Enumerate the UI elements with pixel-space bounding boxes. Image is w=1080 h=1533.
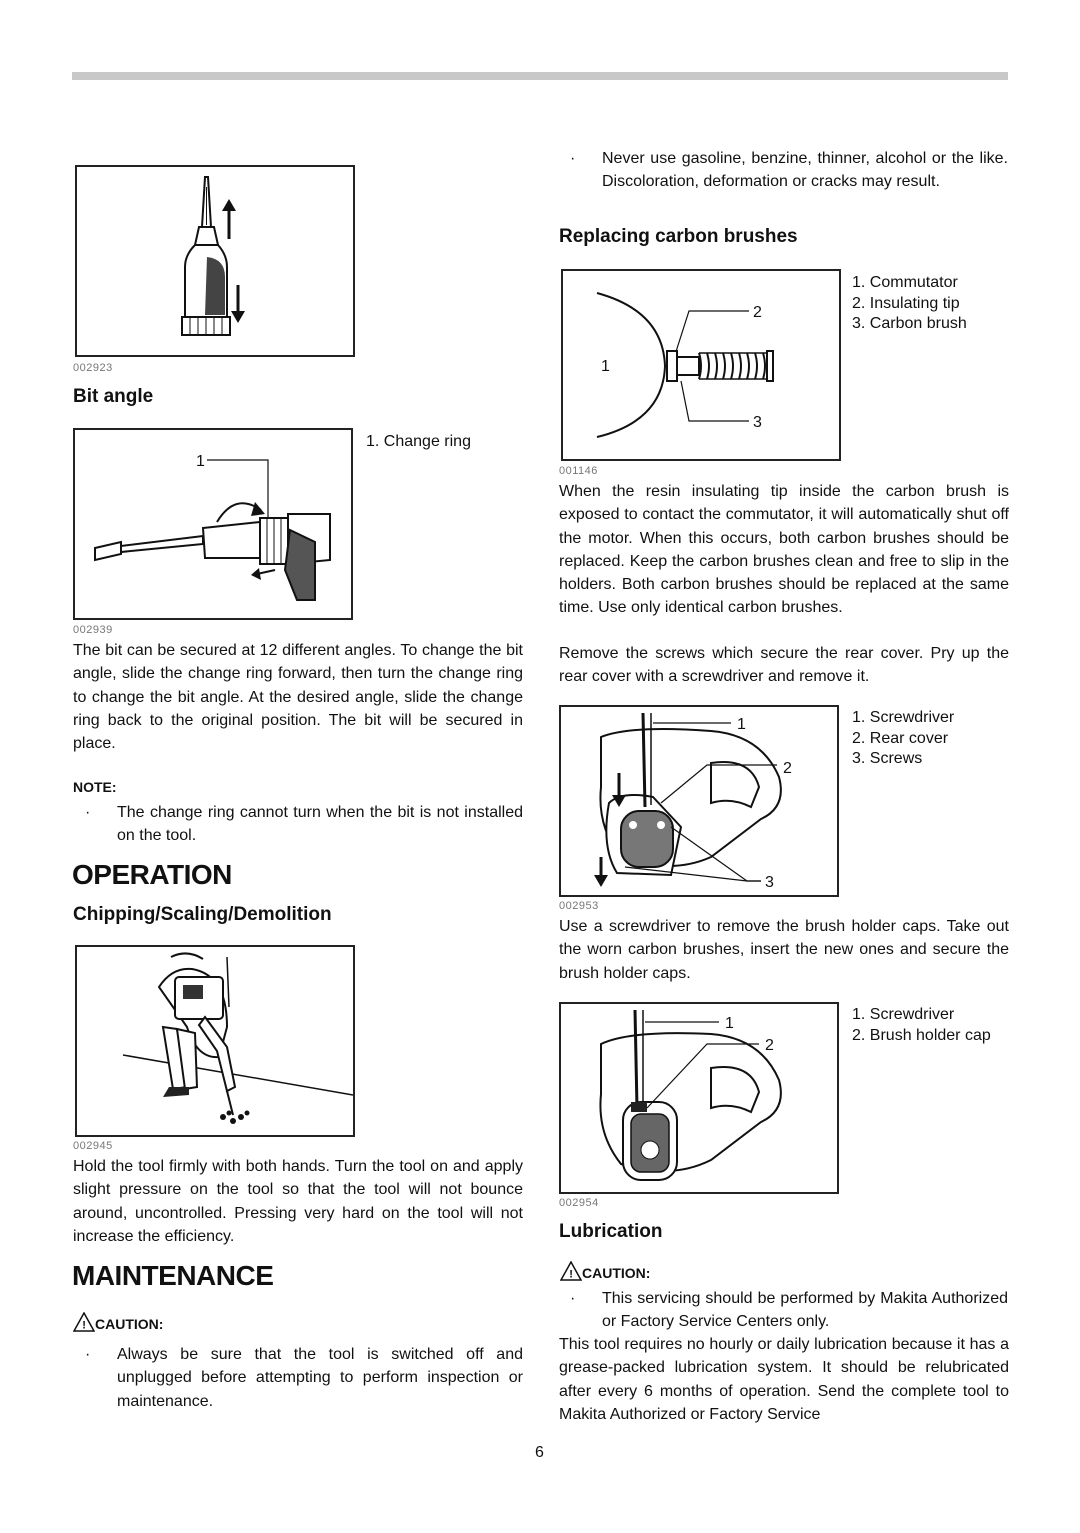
callout-1: 1	[737, 716, 746, 733]
figure-code: 001146	[559, 465, 598, 477]
figure-chuck-arrows	[75, 165, 355, 357]
rear-cover-illustration: 1 2 3	[594, 712, 792, 891]
legend-rear-cover: 1. Screwdriver 2. Rear cover 3. Screws	[852, 708, 954, 770]
note-label: NOTE:	[73, 779, 117, 795]
subheading-chipping: Chipping/Scaling/Demolition	[73, 904, 332, 925]
legend-item: 1. Commutator	[852, 274, 958, 291]
figure-code: 002945	[73, 1140, 113, 1152]
maintenance-bullet-text: Always be sure that the tool is switched…	[117, 1346, 523, 1410]
header-rule	[72, 72, 1008, 80]
paragraph-operation: Hold the tool firmly with both hands. Tu…	[73, 1158, 523, 1245]
callout-2: 2	[765, 1037, 774, 1054]
figure-code: 002953	[559, 900, 599, 912]
legend-item: 1. Screwdriver	[852, 1006, 955, 1023]
caution-lubrication: ! CAUTION:	[560, 1261, 650, 1281]
bullet-dot: ·	[570, 1290, 576, 1307]
bullet-dot: ·	[85, 1346, 91, 1363]
legend-item: 2. Rear cover	[852, 729, 949, 747]
figure-change-ring: 1	[73, 428, 353, 620]
change-ring-illustration: 1	[94, 453, 331, 601]
legend-item: 2. Insulating tip	[852, 294, 960, 312]
paragraph-lubrication: This tool requires no hourly or daily lu…	[559, 1336, 1009, 1423]
solvent-bullet: · Never use gasoline, benzine, thinner, …	[570, 147, 1008, 194]
caution-label: CAUTION:	[582, 1265, 651, 1281]
legend-item: 1. Change ring	[366, 433, 471, 450]
bullet-dot: ·	[570, 150, 576, 167]
legend-item: 3. Carbon brush	[852, 315, 967, 332]
section-heading-bit-angle: Bit angle	[73, 386, 154, 407]
note-bullet-text: The change ring cannot turn when the bit…	[117, 804, 523, 845]
maintenance-bullet: · Always be sure that the tool is switch…	[85, 1343, 523, 1413]
chipping-illustration	[122, 952, 353, 1124]
section-heading-carbon-brushes: Replacing carbon brushes	[559, 226, 798, 247]
section-heading-lubrication: Lubrication	[559, 1221, 663, 1242]
callout-3: 3	[753, 414, 762, 431]
bullet-dot: ·	[85, 804, 91, 821]
svg-text:!: !	[82, 1320, 86, 1332]
callout-2: 2	[753, 304, 762, 321]
lubrication-bullet: · This servicing should be performed by …	[570, 1287, 1008, 1334]
figure-code: 002939	[73, 624, 113, 636]
paragraph-carbon-1: When the resin insulating tip inside the…	[559, 483, 1009, 617]
caution-maintenance: ! CAUTION:	[73, 1312, 163, 1332]
callout-1: 1	[725, 1015, 734, 1032]
callout-1: 1	[601, 358, 610, 375]
chuck-illustration	[181, 176, 245, 336]
figure-brush-holder-cap: 1 2	[559, 1002, 839, 1194]
caution-label: CAUTION:	[95, 1316, 164, 1332]
figure-code: 002954	[559, 1197, 599, 1209]
page-number: 6	[535, 1444, 544, 1461]
callout-3: 3	[765, 874, 774, 891]
lubrication-bullet-text: This servicing should be performed by Ma…	[602, 1290, 1008, 1331]
figure-chipping	[75, 945, 355, 1137]
legend-brush-cap: 1. Screwdriver 2. Brush holder cap	[852, 1005, 991, 1046]
legend-item: 1. Screwdriver	[852, 709, 955, 726]
warning-triangle-icon: !	[73, 1312, 95, 1332]
section-heading-maintenance: MAINTENANCE	[72, 1260, 274, 1291]
brush-cap-illustration: 1 2	[599, 1009, 782, 1181]
paragraph-carbon-2: Remove the screws which secure the rear …	[559, 645, 1009, 686]
note-bullet: · The change ring cannot turn when the b…	[85, 801, 523, 848]
solvent-bullet-text: Never use gasoline, benzine, thinner, al…	[602, 150, 1008, 191]
figure-rear-cover: 1 2 3	[559, 705, 839, 897]
callout-1: 1	[196, 453, 205, 470]
figure-carbon-brush: 1 2 3	[561, 269, 841, 461]
carbon-brush-illustration: 1 2 3	[596, 292, 774, 438]
callout-2: 2	[783, 760, 792, 777]
legend-item: 3. Screws	[852, 750, 923, 767]
warning-triangle-icon: !	[560, 1261, 582, 1281]
legend-carbon-brush: 1. Commutator 2. Insulating tip 3. Carbo…	[852, 273, 967, 335]
section-heading-operation: OPERATION	[72, 859, 232, 890]
paragraph-bit-angle: The bit can be secured at 12 different a…	[73, 642, 523, 753]
legend-item: 2. Brush holder cap	[852, 1026, 991, 1044]
figure-code: 002923	[73, 362, 113, 374]
svg-text:!: !	[569, 1269, 573, 1281]
legend-change-ring: 1. Change ring	[366, 432, 471, 453]
paragraph-brush-caps: Use a screwdriver to remove the brush ho…	[559, 918, 1009, 982]
